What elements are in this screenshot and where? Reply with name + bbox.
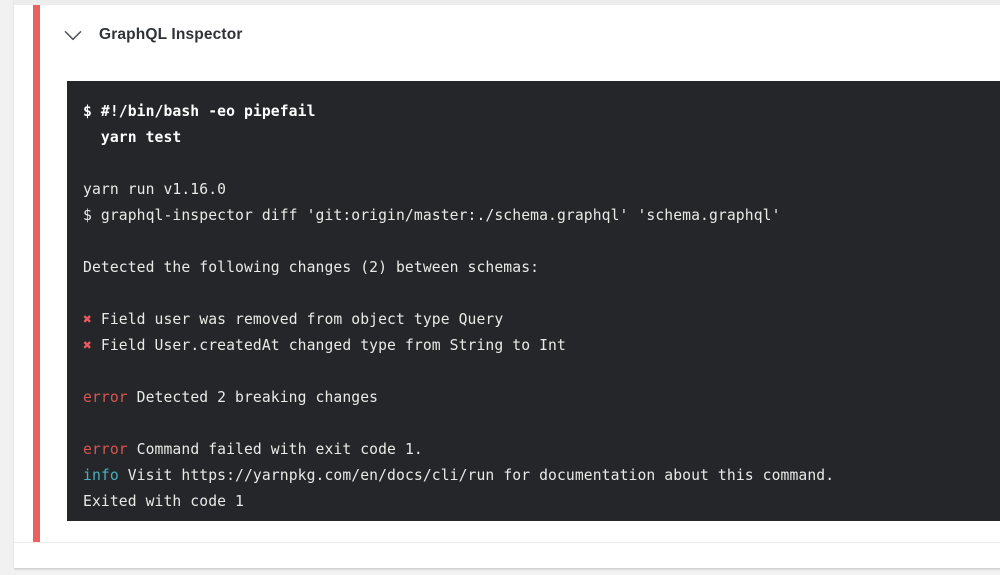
card-footer-divider bbox=[14, 542, 1000, 543]
terminal-token-error: error bbox=[83, 389, 128, 406]
terminal-token-text bbox=[83, 415, 92, 432]
terminal-line-spacer-2 bbox=[83, 229, 1000, 255]
terminal-log-lines: $ #!/bin/bash -eo pipefail yarn test yar… bbox=[83, 99, 1000, 515]
terminal-token-text bbox=[83, 285, 92, 302]
terminal-line-spacer-3 bbox=[83, 281, 1000, 307]
page-title: GraphQL Inspector bbox=[99, 26, 243, 43]
terminal-line-spacer-4 bbox=[83, 359, 1000, 385]
terminal-token-error: error bbox=[83, 441, 128, 458]
terminal-line-info-visit: info Visit https://yarnpkg.com/en/docs/c… bbox=[83, 463, 1000, 489]
terminal-log-output[interactable]: $ #!/bin/bash -eo pipefail yarn test yar… bbox=[67, 81, 1000, 521]
job-step-header[interactable]: GraphQL Inspector bbox=[60, 19, 243, 51]
terminal-token-text: $ graphql-inspector diff 'git:origin/mas… bbox=[83, 207, 781, 224]
terminal-line-error-breaking: error Detected 2 breaking changes bbox=[83, 385, 1000, 411]
terminal-token-text bbox=[83, 363, 92, 380]
terminal-line-cmd-shebang: $ #!/bin/bash -eo pipefail bbox=[83, 99, 1000, 125]
terminal-token-text: $ #!/bin/bash -eo pipefail bbox=[83, 103, 316, 120]
terminal-token-text: yarn test bbox=[83, 129, 182, 146]
terminal-token-text: Visit https://yarnpkg.com/en/docs/cli/ru… bbox=[118, 467, 835, 484]
terminal-line-error-exit: error Command failed with exit code 1. bbox=[83, 437, 1000, 463]
terminal-line-detected-summary: Detected the following changes (2) betwe… bbox=[83, 255, 1000, 281]
terminal-line-cmd-inspector-diff: $ graphql-inspector diff 'git:origin/mas… bbox=[83, 203, 1000, 229]
terminal-token-info: info bbox=[83, 467, 119, 484]
terminal-token-text: Command failed with exit code 1. bbox=[127, 441, 423, 458]
terminal-token-text: Detected 2 breaking changes bbox=[127, 389, 379, 406]
terminal-token-text: yarn run v1.16.0 bbox=[83, 181, 227, 198]
failed-status-rail bbox=[33, 5, 40, 542]
terminal-line-cmd-yarn-test: yarn test bbox=[83, 125, 1000, 151]
terminal-token-marker: ✖ bbox=[83, 311, 92, 328]
terminal-token-text bbox=[83, 233, 92, 250]
terminal-line-spacer-5 bbox=[83, 411, 1000, 437]
terminal-token-text: Detected the following changes (2) betwe… bbox=[83, 259, 540, 276]
terminal-token-text: Field user was removed from object type … bbox=[91, 311, 504, 328]
chevron-down-icon[interactable] bbox=[60, 22, 86, 48]
terminal-line-exited-code: Exited with code 1 bbox=[83, 489, 1000, 515]
terminal-token-text bbox=[83, 155, 92, 172]
terminal-token-text: Field User.createdAt changed type from S… bbox=[91, 337, 566, 354]
terminal-token-marker: ✖ bbox=[83, 337, 92, 354]
terminal-line-change-2: ✖ Field User.createdAt changed type from… bbox=[83, 333, 1000, 359]
terminal-line-yarn-version: yarn run v1.16.0 bbox=[83, 177, 1000, 203]
terminal-line-change-1: ✖ Field user was removed from object typ… bbox=[83, 307, 1000, 333]
terminal-token-text: Exited with code 1 bbox=[83, 493, 244, 510]
card-bottom-shadow bbox=[14, 568, 1000, 571]
terminal-line-spacer-1 bbox=[83, 151, 1000, 177]
